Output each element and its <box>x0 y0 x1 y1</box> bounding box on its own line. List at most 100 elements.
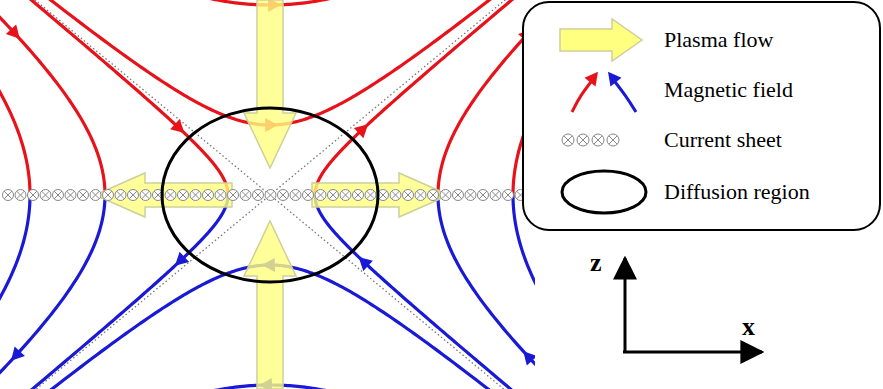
current-sheet-symbol <box>490 190 501 201</box>
current-sheet-symbol <box>428 190 439 201</box>
current-sheet-cross <box>179 191 187 199</box>
current-sheet-cross <box>242 191 250 199</box>
legend-region-sample <box>562 171 646 213</box>
legend-label: Current sheet <box>664 127 782 153</box>
separatrix-line <box>0 0 535 389</box>
current-sheet-cross <box>442 191 450 199</box>
current-sheet-symbol <box>103 190 114 201</box>
current-sheet-symbol <box>90 190 101 201</box>
current-sheet-symbol <box>353 190 364 201</box>
plasma-flow-arrow <box>312 173 449 217</box>
current-sheet-symbol <box>303 190 314 201</box>
current-sheet-cross <box>392 191 400 199</box>
current-sheet-cross <box>267 191 275 199</box>
field-arrowhead <box>11 346 25 360</box>
legend-box <box>523 2 880 230</box>
current-sheet-cross <box>354 191 362 199</box>
magnetic-field-line <box>315 195 535 389</box>
current-sheet-symbol <box>228 190 239 201</box>
current-sheet-cross <box>29 191 37 199</box>
legend-field-sample <box>612 78 636 112</box>
current-sheet-symbol <box>503 190 514 201</box>
current-sheet-symbol <box>478 190 489 201</box>
plasma-flow-arrow <box>244 0 296 168</box>
current-sheet-symbol <box>15 190 26 201</box>
current-sheet-symbol <box>215 190 226 201</box>
current-sheet-cross <box>504 191 512 199</box>
current-sheet-cross <box>417 191 425 199</box>
current-sheet-symbol <box>577 134 589 146</box>
current-sheet-symbol <box>390 190 401 201</box>
current-sheet-cross <box>129 191 137 199</box>
current-sheet-cross <box>42 191 50 199</box>
current-sheet-symbol <box>278 190 289 201</box>
current-sheet-symbol <box>165 190 176 201</box>
current-sheet-cross <box>479 191 487 199</box>
field-arrowhead <box>523 351 535 365</box>
current-sheet-symbol <box>403 190 414 201</box>
current-sheet-cross <box>4 191 12 199</box>
current-sheet-cross <box>492 191 500 199</box>
current-sheet-symbol <box>328 190 339 201</box>
magnetic-field-line <box>0 195 105 389</box>
field-arrowhead <box>354 124 368 138</box>
current-sheet-symbol <box>290 190 301 201</box>
current-sheet-cross <box>167 191 175 199</box>
current-sheet-symbol <box>128 190 139 201</box>
current-sheet-symbol <box>315 190 326 201</box>
separatrix-line <box>0 0 535 389</box>
legend-label: Diffusion region <box>664 179 810 205</box>
current-sheet-symbol <box>340 190 351 201</box>
current-sheet-cross <box>367 191 375 199</box>
current-sheet-cross <box>279 191 287 199</box>
current-sheet-symbol <box>453 190 464 201</box>
plasma-flow-arrow <box>244 221 296 389</box>
current-sheet-symbol <box>203 190 214 201</box>
current-sheet-cross <box>329 191 337 199</box>
current-sheet-symbol <box>607 134 619 146</box>
field-arrowhead <box>608 72 622 87</box>
current-sheet-cross <box>594 136 602 144</box>
current-sheet-cross <box>92 191 100 199</box>
current-sheet-cross <box>67 191 75 199</box>
current-sheet-symbol <box>562 134 574 146</box>
plasma-flow-arrow <box>560 19 642 61</box>
x-axis <box>623 351 762 354</box>
legend-label: Magnetic field <box>664 77 793 103</box>
current-sheet-cross <box>564 136 572 144</box>
current-sheet-cross <box>79 191 87 199</box>
current-sheet-symbol <box>190 190 201 201</box>
current-sheet-cross <box>429 191 437 199</box>
magnetic-field-line <box>0 0 105 195</box>
current-sheet-symbol <box>592 134 604 146</box>
current-sheet-cross <box>142 191 150 199</box>
current-sheet-cross <box>467 191 475 199</box>
current-sheet-symbol <box>65 190 76 201</box>
current-sheet-symbol <box>28 190 39 201</box>
diffusion-region <box>162 108 378 282</box>
z-axis <box>624 258 627 352</box>
field-arrowhead <box>359 257 373 271</box>
current-sheet-cross <box>229 191 237 199</box>
legend-label: Plasma flow <box>664 27 773 53</box>
current-sheet-symbol <box>365 190 376 201</box>
current-sheet-cross <box>204 191 212 199</box>
field-arrowhead <box>6 25 20 39</box>
current-sheet-symbol <box>240 190 251 201</box>
current-sheet-cross <box>404 191 412 199</box>
current-sheet-cross <box>317 191 325 199</box>
magnetic-field-line <box>0 0 30 195</box>
axis-label: x <box>742 312 755 342</box>
field-arrowhead <box>175 252 189 266</box>
current-sheet-cross <box>192 191 200 199</box>
current-sheet-cross <box>304 191 312 199</box>
current-sheet-symbol <box>415 190 426 201</box>
current-sheet-symbol <box>53 190 64 201</box>
current-sheet-symbol <box>78 190 89 201</box>
current-sheet-symbol <box>253 190 264 201</box>
magnetic-field-line <box>0 195 30 389</box>
current-sheet-symbol <box>3 190 14 201</box>
current-sheet-cross <box>117 191 125 199</box>
magnetic-field-line <box>0 195 228 389</box>
